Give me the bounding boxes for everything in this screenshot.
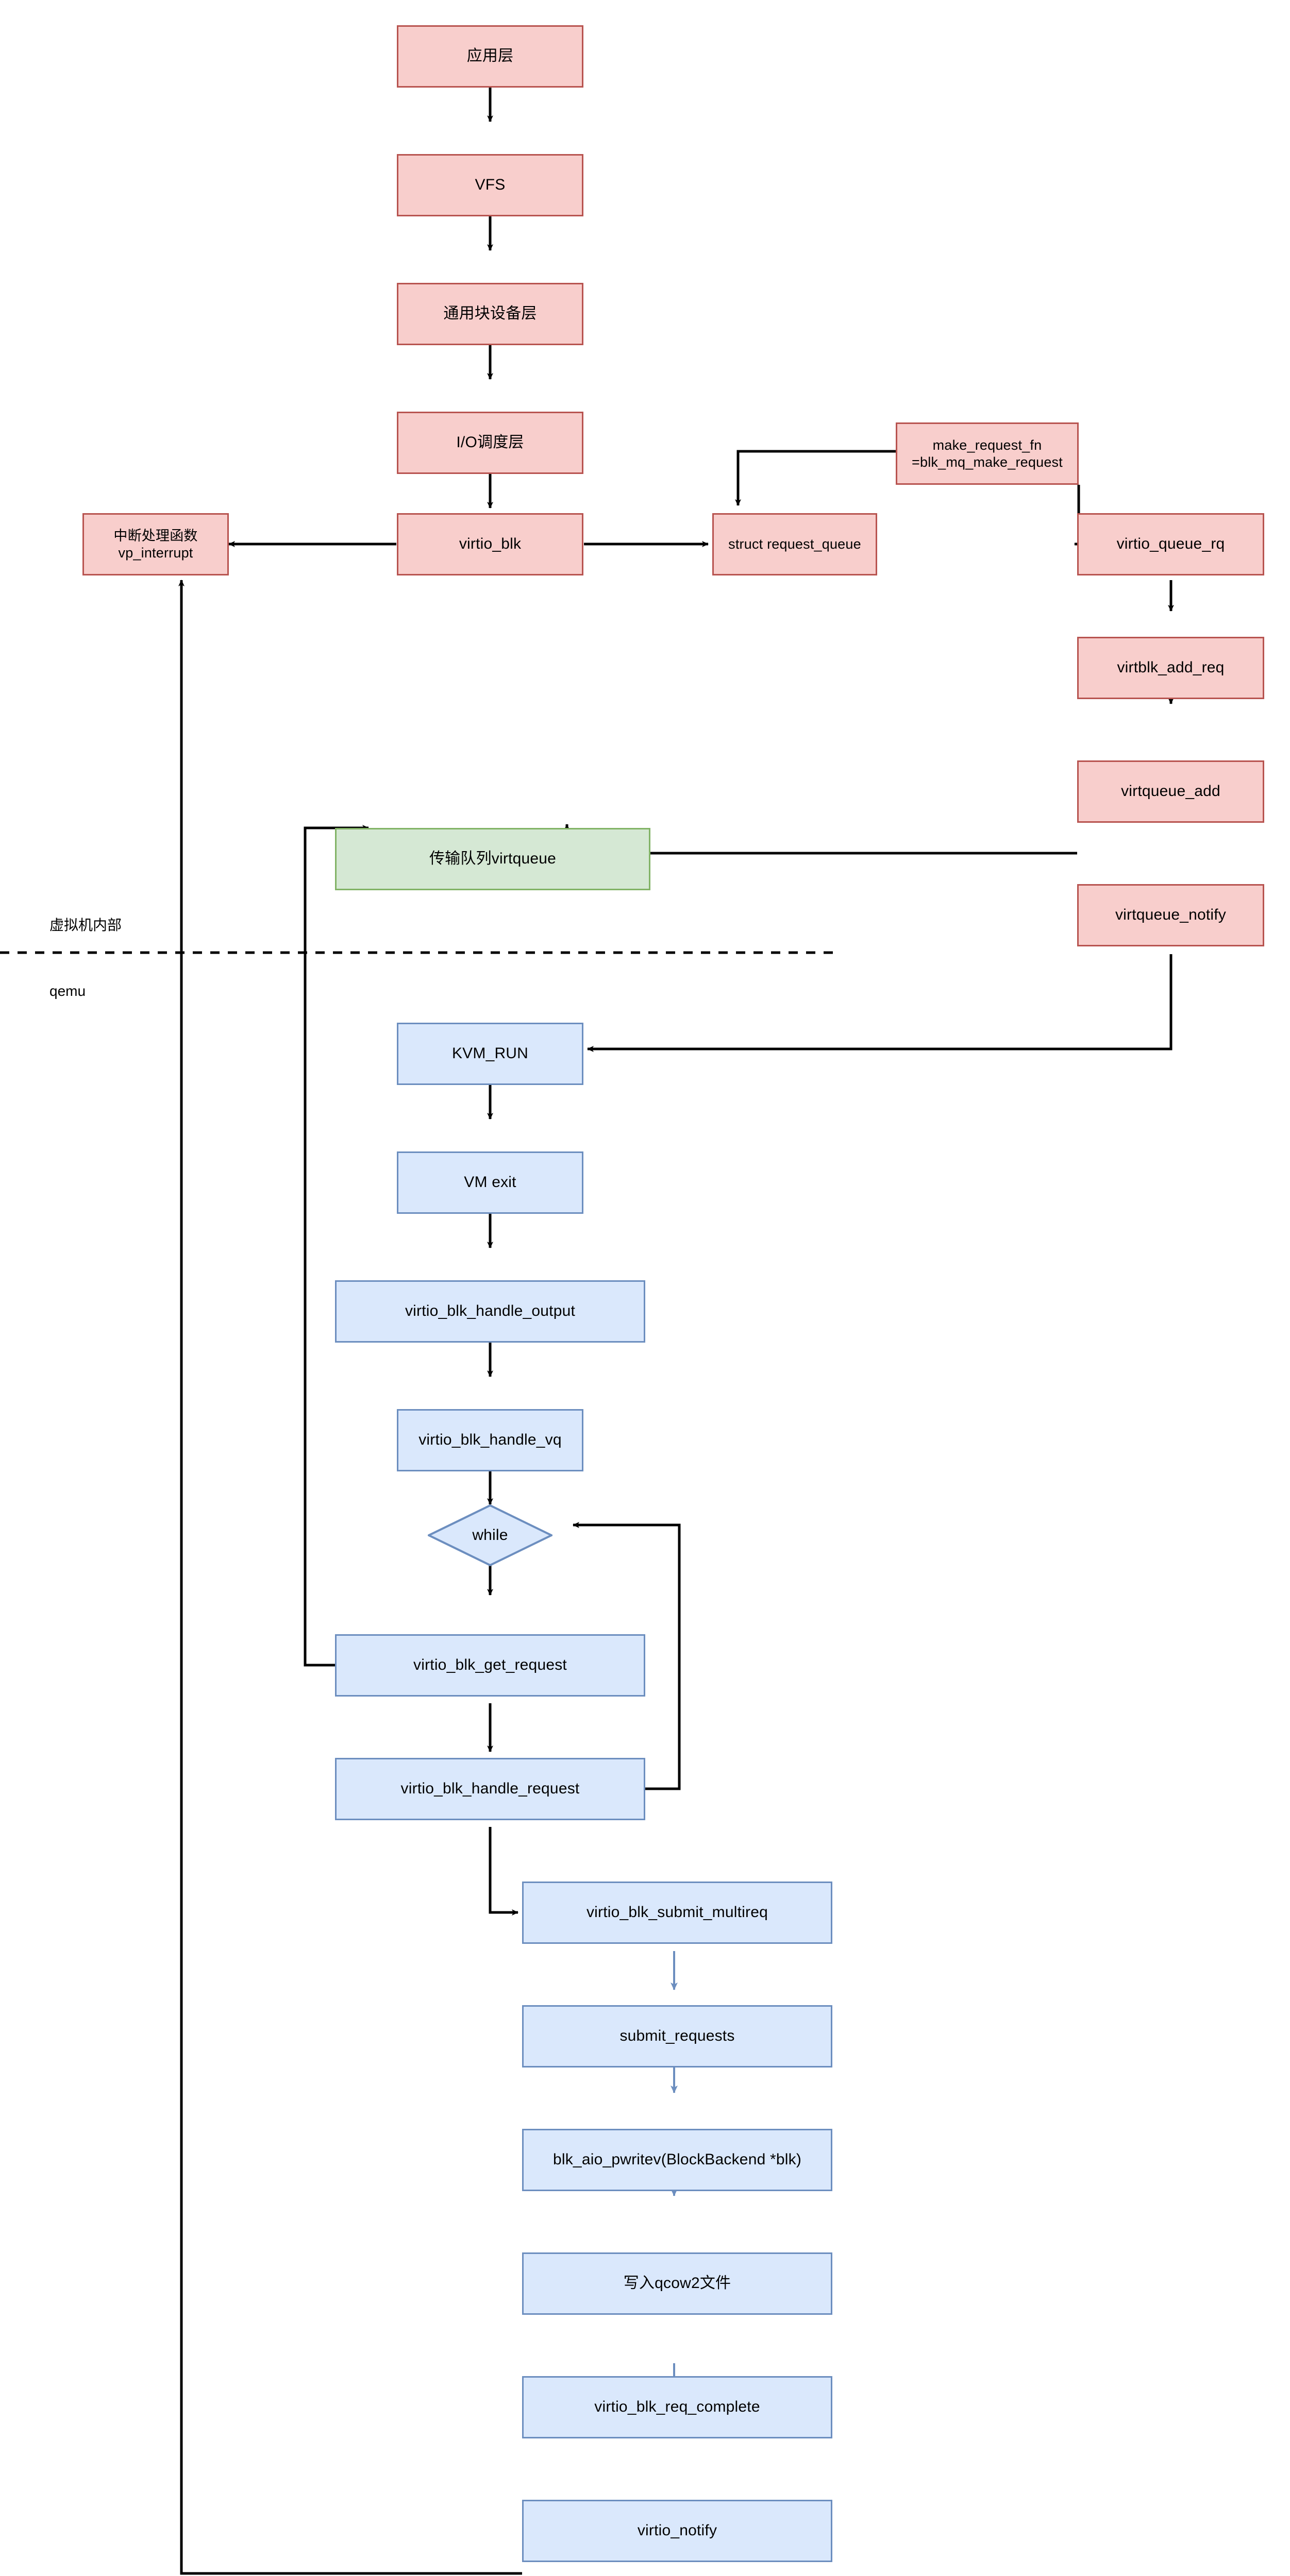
node-vm-exit[interactable]: VM exit <box>397 1151 583 1214</box>
node-virtio-notify[interactable]: virtio_notify <box>522 2500 832 2562</box>
edge-virtqueuenotify-to-kvmrun <box>587 954 1172 1052</box>
label-vm-region: 虚拟机内部 <box>49 917 122 933</box>
node-virtio-blk-handle-vq[interactable]: virtio_blk_handle_vq <box>397 1409 583 1471</box>
diamond-shape <box>428 1504 552 1566</box>
node-virtio-blk-submit-multireq[interactable]: virtio_blk_submit_multireq <box>522 1882 832 1944</box>
edge-makerequest-to-requestqueue <box>735 450 896 506</box>
node-app-layer[interactable]: 应用层 <box>397 25 583 88</box>
edge-handlerequest-to-submitmultireq <box>489 1827 518 1916</box>
node-vp-interrupt[interactable]: 中断处理函数 vp_interrupt <box>82 513 229 575</box>
edge-getrequest-to-virtqueue <box>304 825 369 1667</box>
node-generic-block-layer[interactable]: 通用块设备层 <box>397 283 583 345</box>
node-make-request-fn[interactable]: make_request_fn =blk_mq_make_request <box>896 422 1079 485</box>
node-virtio-blk[interactable]: virtio_blk <box>397 513 583 575</box>
node-struct-request-queue[interactable]: struct request_queue <box>712 513 877 575</box>
node-virtio-blk-req-complete[interactable]: virtio_blk_req_complete <box>522 2376 832 2438</box>
node-virtio-queue-rq[interactable]: virtio_queue_rq <box>1077 513 1264 575</box>
node-io-scheduler-layer[interactable]: I/O调度层 <box>397 412 583 474</box>
node-write-qcow2[interactable]: 写入qcow2文件 <box>522 2252 832 2315</box>
node-virtio-blk-handle-output[interactable]: virtio_blk_handle_output <box>335 1280 645 1343</box>
node-virtio-blk-get-request[interactable]: virtio_blk_get_request <box>335 1634 645 1697</box>
node-virtqueue-add[interactable]: virtqueue_add <box>1077 760 1264 823</box>
node-virtio-blk-handle-request[interactable]: virtio_blk_handle_request <box>335 1758 645 1820</box>
node-virtqueue[interactable]: 传输队列virtqueue <box>335 828 650 890</box>
node-while-decision[interactable]: while <box>428 1504 552 1566</box>
node-submit-requests[interactable]: submit_requests <box>522 2005 832 2067</box>
node-virtqueue-notify[interactable]: virtqueue_notify <box>1077 884 1264 946</box>
node-blk-aio-pwritev[interactable]: blk_aio_pwritev(BlockBackend *blk) <box>522 2129 832 2191</box>
while-label: while <box>472 1526 508 1544</box>
node-vfs[interactable]: VFS <box>397 154 583 216</box>
label-qemu-region: qemu <box>49 983 86 999</box>
node-virtblk-add-req[interactable]: virtblk_add_req <box>1077 637 1264 699</box>
node-kvm-run[interactable]: KVM_RUN <box>397 1023 583 1085</box>
